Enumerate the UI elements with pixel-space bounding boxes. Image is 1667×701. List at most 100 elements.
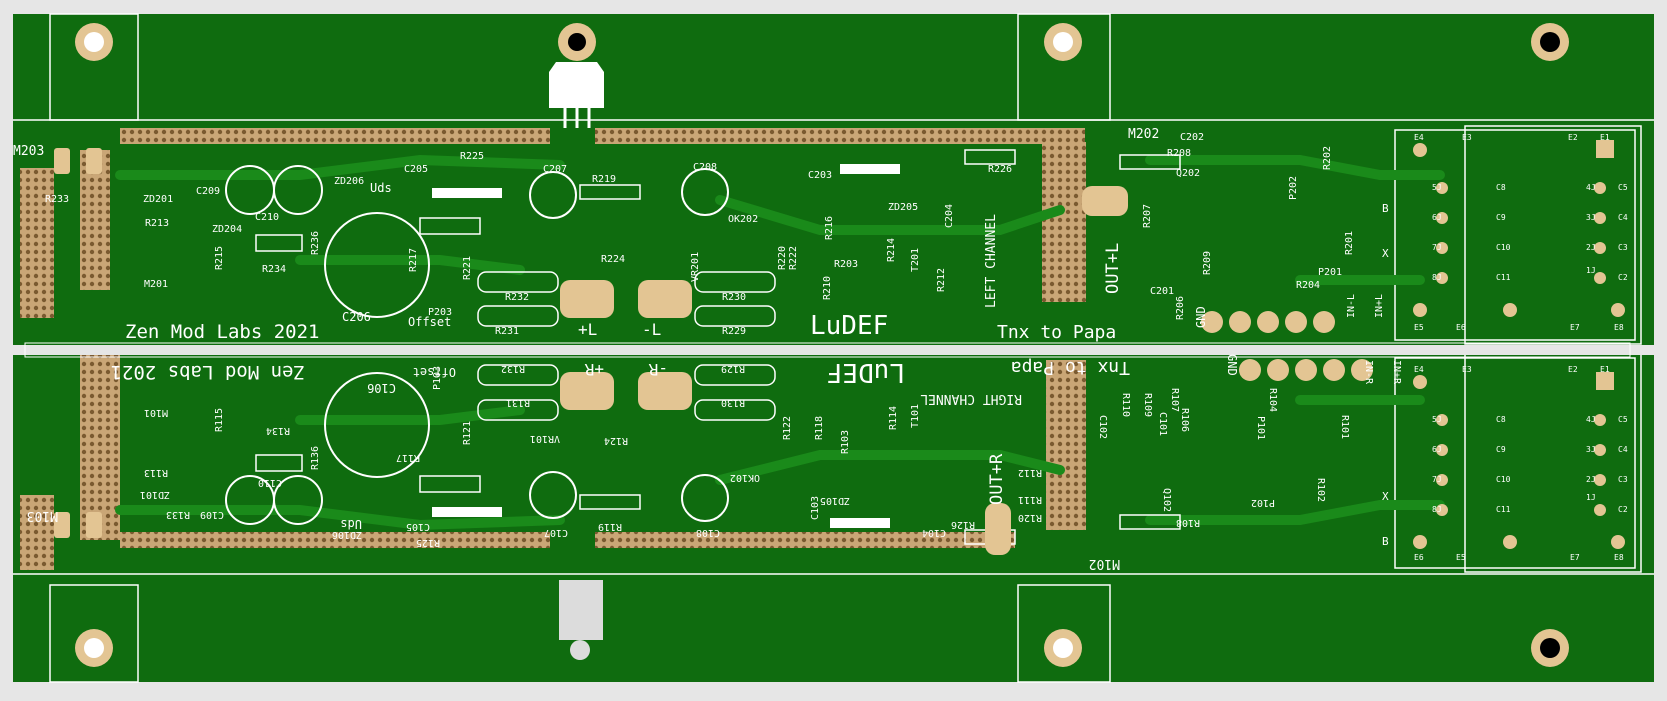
label-E5-top: E5 — [1414, 323, 1424, 332]
ref-R220: R220 — [777, 246, 788, 270]
uds-label-bottom: Uds — [340, 517, 362, 531]
ref-R222: R222 — [788, 246, 799, 270]
label-J2-bottom: 2J — [1586, 475, 1596, 484]
ref-R216: R216 — [824, 216, 835, 240]
gnd-label-bottom: GND — [1225, 354, 1239, 376]
ref-R111: R111 — [1018, 494, 1042, 505]
label-J6-top: 6J — [1432, 213, 1442, 222]
label-E6-bottom: E6 — [1414, 553, 1424, 562]
ref-OK202: OK202 — [728, 214, 758, 225]
channel-label-bottom: RIGHT CHANNEL — [920, 391, 1022, 406]
pads — [54, 140, 1625, 555]
label-E6-top: E6 — [1456, 323, 1466, 332]
ref-R136: R136 — [310, 446, 321, 470]
ref-C109: C109 — [200, 509, 224, 520]
ref-C202: C202 — [1180, 132, 1204, 143]
label-E2-bottom: E2 — [1568, 365, 1578, 374]
bracket-label-top: M201 — [144, 279, 168, 290]
ref-R210: R210 — [822, 276, 833, 300]
thanks-text-bottom: Tnx to Papa — [1011, 357, 1130, 378]
ref-ZD101: ZD101 — [140, 489, 170, 500]
ref-R102: R102 — [1315, 478, 1326, 502]
label-E7-top: E7 — [1570, 323, 1580, 332]
label-J6-bottom: 6J — [1432, 445, 1442, 454]
label-C5-top: C5 — [1618, 183, 1628, 192]
ref-R217: R217 — [408, 248, 419, 272]
regulator-top — [549, 62, 604, 128]
ref-C204: C204 — [944, 204, 955, 228]
ref-Q102: Q102 — [1161, 488, 1172, 512]
ref-R114: R114 — [888, 406, 899, 430]
label-J1-bottom: 1J — [1586, 493, 1596, 502]
ref-T201: T201 — [910, 248, 921, 272]
heatsink-outlines — [13, 13, 1654, 683]
silkscreen-top: Zen Mod Labs 2021 LuDEF Tnx to Papa LEFT… — [13, 127, 1389, 343]
pin-b-label-top: B — [1382, 202, 1389, 215]
ref-C103: C103 — [810, 496, 821, 520]
label-J2-top: 2J — [1586, 243, 1596, 252]
label-E2-top: E2 — [1568, 133, 1578, 142]
ref-R125: R125 — [416, 537, 440, 548]
ref-C206: C206 — [342, 310, 371, 324]
ref-R209: R209 — [1202, 251, 1213, 275]
ref-R215: R215 — [214, 246, 225, 270]
ref-R113: R113 — [144, 467, 168, 478]
brand-text-top: Zen Mod Labs 2021 — [125, 321, 319, 343]
ref-OK102: OK102 — [730, 472, 760, 483]
ref-R126: R126 — [951, 519, 975, 530]
ref-R106: R106 — [1179, 408, 1190, 432]
ref-R224: R224 — [601, 254, 625, 265]
ref-ZD105: ZD105 — [820, 495, 850, 506]
ref-R129: R129 — [721, 363, 745, 374]
ref-R121: R121 — [462, 421, 473, 445]
ref-R231: R231 — [495, 326, 519, 337]
ref-ZD106: ZD106 — [332, 529, 362, 540]
label-E8-bottom: E8 — [1614, 553, 1624, 562]
uds-label-top: Uds — [370, 181, 392, 195]
ref-R219: R219 — [592, 174, 616, 185]
ref-C106: C106 — [367, 381, 396, 395]
gnd-label-top: GND — [1194, 306, 1208, 328]
label-J8-bottom: 8J — [1432, 505, 1442, 514]
ref-R225: R225 — [460, 151, 484, 162]
ref-C108: C108 — [696, 527, 720, 538]
ref-R103: R103 — [840, 430, 851, 454]
ref-P201: P201 — [1318, 267, 1342, 278]
ref-R221: R221 — [462, 256, 473, 280]
ref-R234: R234 — [262, 264, 286, 275]
label-C2-bottom: C2 — [1618, 505, 1628, 514]
label-C4-bottom: C4 — [1618, 445, 1628, 454]
ref-R131: R131 — [506, 397, 530, 408]
label-E1-bottom: E1 — [1600, 365, 1610, 374]
ref-C107: C107 — [544, 527, 568, 538]
regulator-bottom — [559, 580, 603, 660]
copper-traces — [115, 154, 1445, 531]
ref-R201: R201 — [1344, 231, 1355, 255]
label-C3-bottom: C3 — [1618, 475, 1628, 484]
offset-label-top: Offset — [408, 315, 451, 329]
label-E5-bottom: E5 — [1456, 553, 1466, 562]
proto-strips — [20, 128, 1086, 570]
label-E3-bottom: E3 — [1462, 365, 1472, 374]
bracket-label-bottom: M101 — [144, 407, 168, 418]
ref-R130: R130 — [721, 397, 745, 408]
ref-R208: R208 — [1167, 148, 1191, 159]
ref-R202: R202 — [1322, 146, 1333, 170]
resistor-blocks — [255, 149, 1181, 545]
ref-R204: R204 — [1296, 280, 1320, 291]
ref-P202: P202 — [1288, 176, 1299, 200]
label-C9-top: C9 — [1496, 213, 1506, 222]
ref-P101: P101 — [1255, 416, 1266, 440]
ref-R132: R132 — [501, 363, 525, 374]
ref-P203: P203 — [428, 307, 452, 318]
ref-R104: R104 — [1267, 388, 1278, 412]
in-minus-label-top: IN-L — [1346, 294, 1357, 318]
mosfet-b-label-bottom: M102 — [1089, 556, 1120, 571]
ref-C104: C104 — [922, 527, 946, 538]
ref-R118: R118 — [814, 416, 825, 440]
rail-pos-label-top: +L — [578, 320, 597, 339]
label-E3-top: E3 — [1462, 133, 1472, 142]
label-C10-top: C10 — [1496, 243, 1511, 252]
